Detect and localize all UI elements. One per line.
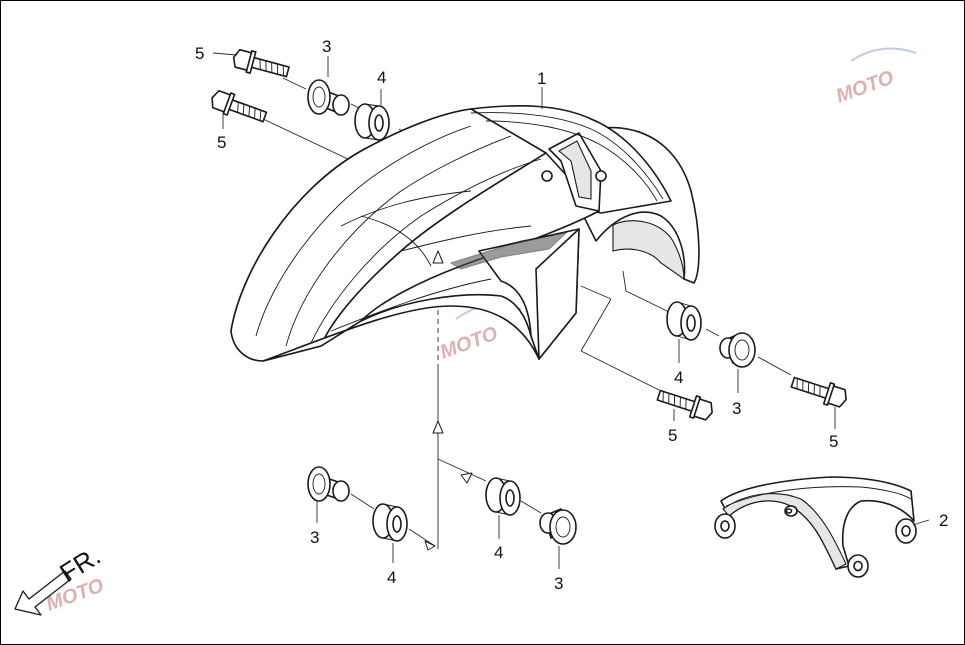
watermark-top-right: MOTO [833, 47, 917, 108]
collar-bottom-left [307, 466, 350, 502]
callout-labels: 1 2 3 3 3 3 4 4 4 4 5 5 5 5 [195, 37, 948, 593]
callout-bolt-right-2: 5 [829, 432, 838, 451]
callout-bracket: 2 [939, 511, 948, 530]
callout-fender: 1 [537, 69, 546, 88]
callout-collar-bottom-right: 3 [554, 574, 563, 593]
bolt-right-1 [656, 389, 713, 421]
grommet-right [666, 301, 702, 341]
watermark-text: MOTO [437, 322, 501, 363]
watermark-text: MOTO [833, 66, 897, 107]
callout-bolt-top-1: 5 [195, 44, 204, 63]
callout-leaders [212, 52, 930, 569]
bolt-top-2 [211, 89, 268, 123]
callout-grommet-bottom-right: 4 [494, 543, 503, 562]
callout-bolt-top-2: 5 [217, 133, 226, 152]
callout-grommet-bottom-left: 4 [387, 568, 396, 587]
callout-bolt-right-1: 5 [668, 426, 677, 445]
collar-right [719, 332, 756, 368]
grommet-bottom-left [372, 503, 408, 542]
grommet-top [354, 103, 390, 141]
callout-collar-right: 3 [732, 399, 741, 418]
callout-grommet-right: 4 [674, 368, 683, 387]
callout-collar-top: 3 [322, 37, 331, 56]
grommet-bottom-right [485, 477, 521, 516]
fender-bracket [714, 476, 917, 578]
callout-collar-bottom-left: 3 [310, 528, 319, 547]
bolt-top-1 [232, 48, 290, 78]
callout-grommet-top: 4 [377, 68, 386, 87]
front-fender [230, 105, 700, 362]
collar-bottom-right [539, 508, 577, 545]
collar-top [307, 79, 350, 116]
bolt-right-2 [790, 376, 847, 408]
